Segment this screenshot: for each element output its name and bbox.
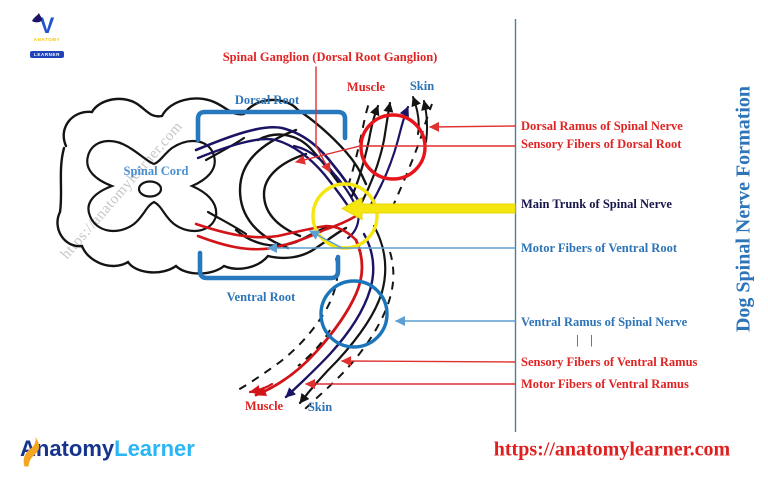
main-trunk-arrow [340,196,516,221]
muscle-bottom-label: Muscle [244,398,284,413]
skin-top-label: Skin [409,78,435,93]
callout-motor-ventral-root-label: Motor Fibers of Ventral Root [521,241,677,255]
ventral-root-fibers [194,214,358,251]
ventral-ramus-fibers [248,224,387,405]
logo-monogram: V [39,13,55,38]
dorsal-root-bracket [195,109,348,143]
logo-text-learner: LEARNER [30,51,64,58]
blue-highlight-circle [319,279,389,349]
callout-line-motor-ventral-root-branch [309,230,343,249]
dorsal-root-label: Dorsal Root [234,92,300,107]
skin-bottom-label: Skin [307,399,333,414]
spinal-cord-outline [56,97,368,275]
callout-line-sensory-ventral-ramus [341,356,516,367]
ventral-root-label: Ventral Root [226,289,296,304]
central-canal [137,180,163,198]
break-marks: | | [576,332,597,347]
logo-text-anatomy: ANATOMY [33,37,61,42]
callout-line-dorsal-ramus [429,121,516,132]
callout-line-spinal-ganglion [315,66,331,173]
callout-sensory-dorsal-label: Sensory Fibers of Dorsal Root [521,137,682,151]
callout-line-sensory-dorsal [295,145,516,165]
page-title-vertical: Dog Spinal Nerve Formation [732,85,755,333]
callout-ventral-ramus-label: Ventral Ramus of Spinal Nerve [521,315,688,329]
brand-dog-icon [23,437,40,467]
callout-sensory-ventral-ramus-label: Sensory Fibers of Ventral Ramus [521,355,698,369]
gray-matter [86,136,248,236]
spinal-cord-label: Spinal Cord [123,163,189,178]
header-logo[interactable]: V ANATOMY LEARNER [26,13,68,61]
muscle-top-label: Muscle [346,79,386,94]
ventral-root-bracket [197,250,341,281]
brand-name-secondary: Learner [114,436,195,461]
callout-dorsal-ramus-label: Dorsal Ramus of Spinal Nerve [521,119,683,133]
red-highlight-circle [359,113,427,181]
callout-lines [267,66,516,389]
callout-motor-ventral-ramus-label: Motor Fibers of Ventral Ramus [521,377,689,391]
callout-main-trunk-label: Main Trunk of Spinal Nerve [521,197,672,211]
logo-dog-icon [32,13,42,23]
site-url[interactable]: https://anatomylearner.com [493,438,731,461]
spinal-ganglion-label: Spinal Ganglion (Dorsal Root Ganglion) [222,49,438,64]
